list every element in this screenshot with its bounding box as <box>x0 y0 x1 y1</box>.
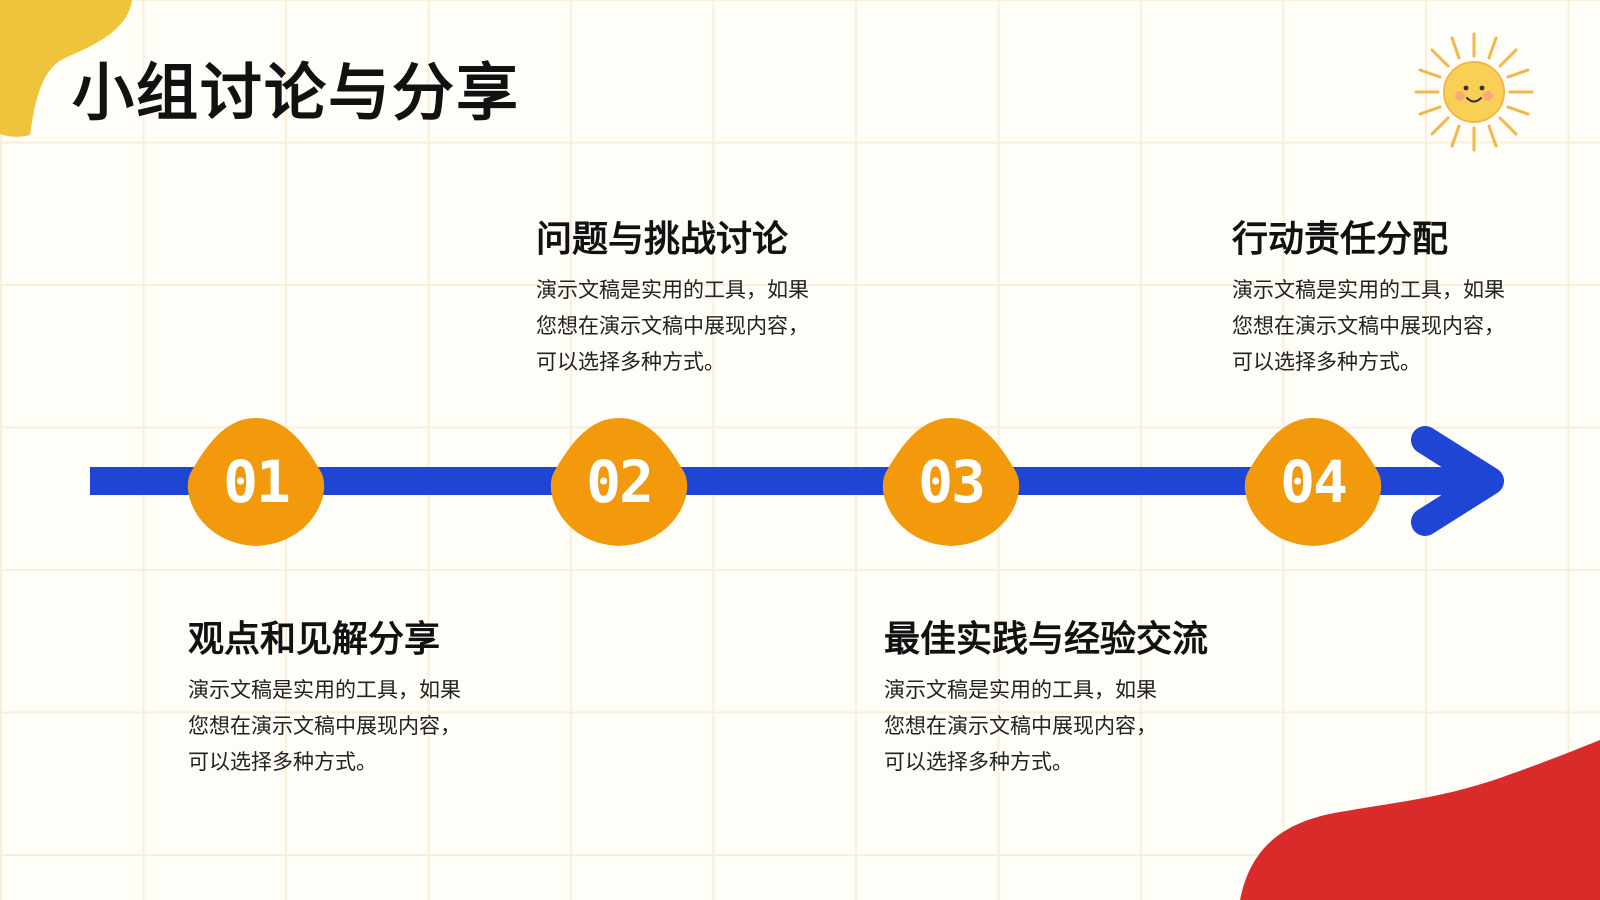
step-title: 行动责任分配 <box>1232 219 1449 260</box>
step-number: 03 <box>918 448 986 516</box>
red-corner-blob <box>1240 740 1600 900</box>
step-badge-01: 01 <box>183 414 329 550</box>
step-number: 02 <box>586 448 654 516</box>
step-item-03: 最佳实践与经验交流 演示文稿是实用的工具，如果您想在演示文稿中展现内容，可以选择… <box>884 619 1209 780</box>
step-description: 演示文稿是实用的工具，如果您想在演示文稿中展现内容，可以选择多种方式。 <box>884 678 1157 774</box>
step-number: 04 <box>1280 448 1348 516</box>
step-item-04: 行动责任分配 演示文稿是实用的工具，如果您想在演示文稿中展现内容，可以选择多种方… <box>1232 222 1532 380</box>
step-description: 演示文稿是实用的工具，如果您想在演示文稿中展现内容，可以选择多种方式。 <box>1232 278 1505 374</box>
step-item-01: 观点和见解分享 演示文稿是实用的工具，如果您想在演示文稿中展现内容，可以选择多种… <box>188 622 488 780</box>
yellow-corner-blob <box>0 0 132 137</box>
step-title: 问题与挑战讨论 <box>536 219 789 260</box>
step-badge-02: 02 <box>546 414 692 550</box>
step-title: 观点和见解分享 <box>188 619 441 660</box>
step-description: 演示文稿是实用的工具，如果您想在演示文稿中展现内容，可以选择多种方式。 <box>188 678 461 774</box>
page-title: 小组讨论与分享 <box>72 56 521 129</box>
step-title: 最佳实践与经验交流 <box>884 619 1209 660</box>
step-item-02: 问题与挑战讨论 演示文稿是实用的工具，如果您想在演示文稿中展现内容，可以选择多种… <box>536 222 836 380</box>
sun-icon <box>1414 32 1534 152</box>
step-badge-03: 03 <box>878 414 1024 550</box>
step-number: 01 <box>223 448 291 516</box>
step-description: 演示文稿是实用的工具，如果您想在演示文稿中展现内容，可以选择多种方式。 <box>536 278 809 374</box>
step-badge-04: 04 <box>1240 414 1386 550</box>
